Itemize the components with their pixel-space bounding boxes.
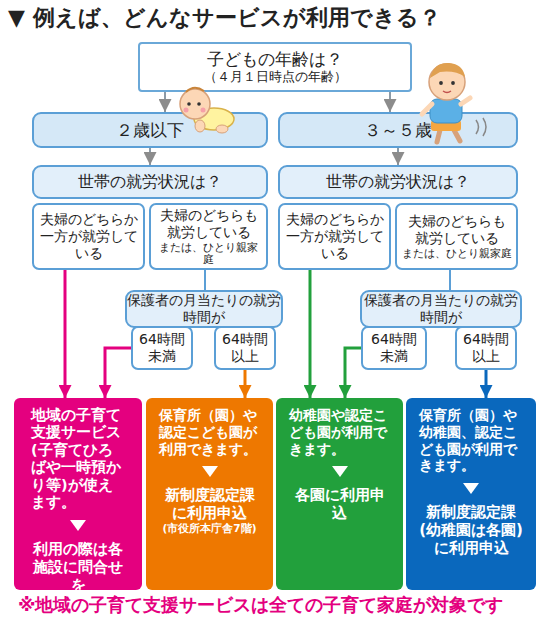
box-subtext: (市役所本庁舎7階) (159, 522, 260, 535)
condition-box: 夫婦のどちらか一方が就労している (278, 203, 391, 270)
flow-arrow (449, 270, 451, 290)
service-box: 保育所（園）や幼稚園、認定こども園が利用できます。新制度認定課(幼稚園は各園)に… (406, 398, 536, 590)
service-box: 幼稚園や認定こども園が利用できます。各園に利用申込 (276, 398, 403, 590)
flow-arrow (105, 348, 131, 398)
box-text: 夫婦のどちらか一方が就労している (38, 211, 139, 261)
flow-arrow (64, 270, 67, 398)
box-text: 保育所（園）や幼稚園、認定こども園が利用できます。 (419, 407, 523, 474)
flow-arrow (204, 270, 206, 290)
flow-arrow (164, 92, 166, 112)
age-box: ２歳以下 (32, 112, 268, 148)
box-text: 64時間未満 (367, 331, 421, 365)
toddler-mouth (443, 91, 451, 93)
box-subtext: 利用の際は各施設に問合せを (31, 511, 125, 594)
question-box: 子どもの年齢は？（４月１日時点の年齢） (138, 42, 412, 92)
baby-eye (197, 102, 201, 106)
flow-arrow (389, 92, 391, 112)
box-text: 夫婦のどちらも就労している (401, 213, 512, 247)
box-text: 夫婦のどちらか一方が就労している (284, 211, 385, 261)
box-subtext: 新制度認定課に利用申込 (159, 457, 260, 522)
service-box: 保育所（園）や認定こども園が利用できます。新制度認定課に利用申込(市役所本庁舎7… (146, 398, 273, 590)
box-text: 保育所（園）や認定こども園が利用できます。 (159, 407, 260, 457)
condition-box: 夫婦のどちらも就労しているまたは、ひとり親家庭 (395, 203, 518, 270)
box-text: 子どもの年齢は？ (207, 49, 343, 69)
flow-arrow (244, 370, 247, 398)
question-box: 保護者の月当たりの就労時間が (125, 290, 283, 328)
flow-arrow (309, 270, 312, 398)
box-subtext: 新制度認定課(幼稚園は各園)に利用申込 (419, 474, 523, 557)
box-subtext: 各園に利用申込 (289, 457, 390, 522)
toddler-arm (461, 98, 470, 104)
box-text: 64時間未満 (137, 331, 187, 365)
box-text: 世帯の就労状況は？ (326, 172, 470, 191)
box-text: 夫婦のどちらも就労している (155, 207, 262, 241)
box-text: ２歳以下 (116, 120, 184, 140)
page-title: ▼ 例えば、どんなサービスが利用できる？ (8, 3, 441, 33)
toddler-eye (451, 81, 455, 85)
box-text: 地域の子育て支援サービス(子育てひろばや一時預かり等)が使えます。 (31, 407, 125, 511)
toddler-head (429, 64, 465, 100)
box-text: 幼稚園や認定こども園が利用できます。 (289, 407, 390, 457)
box-text: 64時間以上 (461, 331, 511, 365)
toddler-hair (430, 63, 465, 78)
service-box: 地域の子育て支援サービス(子育てひろばや一時預かり等)が使えます。利用の際は各施… (14, 398, 142, 590)
box-text: 世帯の就労状況は？ (78, 172, 222, 191)
toddler-eye (439, 81, 443, 85)
flow-arrow (485, 370, 488, 398)
condition-box: 64時間未満 (131, 326, 193, 370)
box-text: 64時間以上 (220, 331, 270, 365)
box-text: 保護者の月当たりの就労時間が (127, 292, 281, 326)
box-text: ３～５歳 (364, 120, 432, 140)
condition-box: 夫婦のどちらも就労しているまたは、ひとり親家庭 (149, 203, 268, 270)
condition-box: 64時間以上 (455, 326, 517, 370)
baby-eye (187, 102, 191, 106)
question-box: 世帯の就労状況は？ (32, 165, 268, 199)
age-box: ３～５歳 (278, 112, 518, 148)
flow-arrow (345, 348, 361, 398)
flow-arrow (397, 148, 399, 165)
box-subtext: または、ひとり親家庭 (155, 241, 262, 266)
flow-arrow (149, 148, 151, 165)
condition-box: 64時間以上 (214, 326, 276, 370)
box-subtext: （４月１日時点の年齢） (204, 69, 347, 85)
question-box: 保護者の月当たりの就労時間が (360, 290, 522, 328)
condition-box: 64時間未満 (361, 326, 427, 370)
box-subtext: または、ひとり親家庭 (402, 247, 512, 260)
condition-box: 夫婦のどちらか一方が就労している (32, 203, 145, 270)
box-text: 保護者の月当たりの就労時間が (362, 292, 520, 326)
footnote: ※地域の子育て支援サービスは全ての子育て家庭が対象です (18, 593, 504, 617)
question-box: 世帯の就労状況は？ (278, 165, 518, 199)
